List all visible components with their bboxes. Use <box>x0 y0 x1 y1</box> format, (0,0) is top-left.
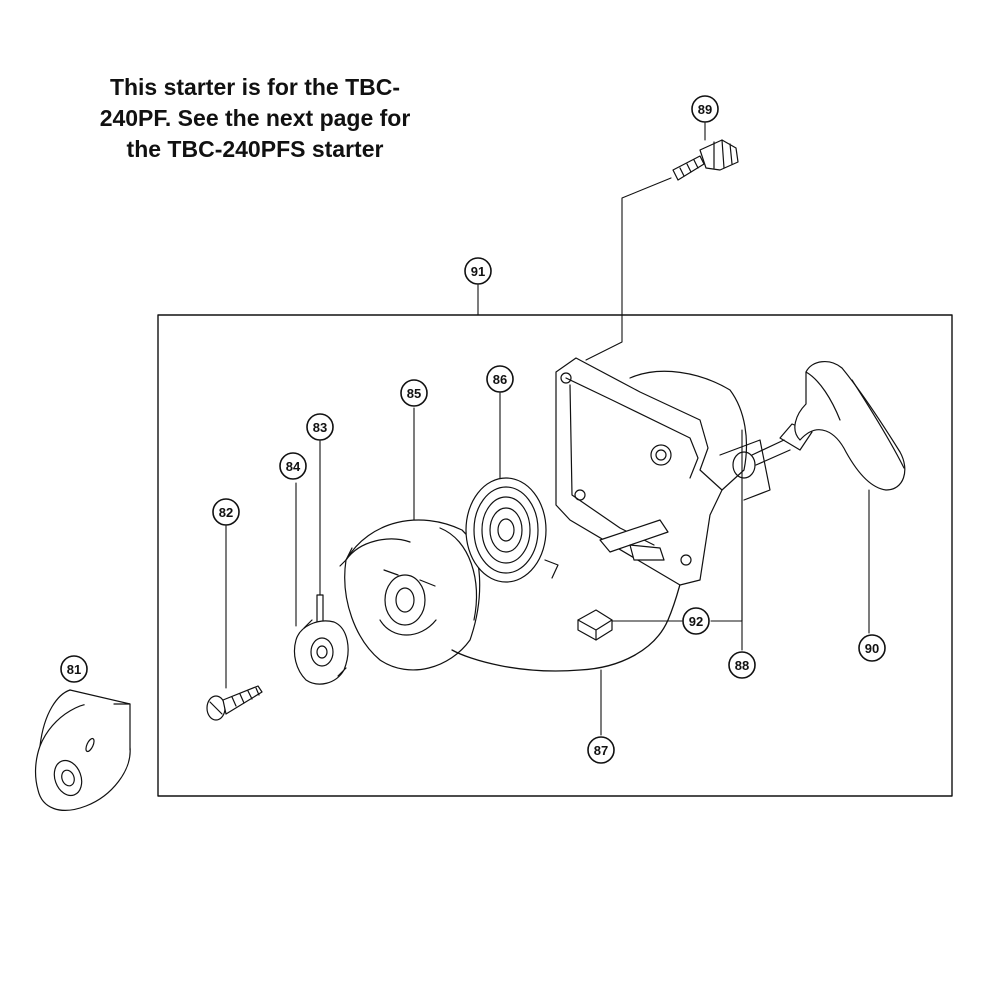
callout-84: 84 <box>279 452 307 480</box>
part-81-pulley <box>34 689 131 811</box>
part-82-screw <box>206 685 263 721</box>
note-line-2: 240PF. See the next page for <box>99 105 411 131</box>
note-line-1: This starter is for the TBC- <box>109 74 401 100</box>
svg-text:81: 81 <box>67 662 81 677</box>
note-line-3: the TBC-240PFS starter <box>126 136 384 162</box>
leader-lines <box>225 122 870 736</box>
part-85-reel <box>339 519 481 671</box>
callout-89: 89 <box>691 95 719 123</box>
callout-85: 85 <box>400 379 428 407</box>
callout-86: 86 <box>486 365 514 393</box>
svg-text:84: 84 <box>286 459 301 474</box>
callout-83: 83 <box>306 413 334 441</box>
callout-90: 90 <box>858 634 886 662</box>
svg-text:85: 85 <box>407 386 421 401</box>
callouts: 81 82 83 84 85 86 87 88 <box>60 95 886 764</box>
callout-92: 92 <box>682 607 710 635</box>
part-92-guide <box>577 609 613 641</box>
svg-text:89: 89 <box>698 102 712 117</box>
callout-91: 91 <box>464 257 492 285</box>
svg-text:88: 88 <box>735 658 749 673</box>
callout-81: 81 <box>60 655 88 683</box>
callout-82: 82 <box>212 498 240 526</box>
svg-text:83: 83 <box>313 420 327 435</box>
svg-text:92: 92 <box>689 614 703 629</box>
part-84-ratchet <box>293 619 349 685</box>
callout-88: 88 <box>728 651 756 679</box>
svg-text:87: 87 <box>594 743 608 758</box>
svg-text:82: 82 <box>219 505 233 520</box>
callout-87: 87 <box>587 736 615 764</box>
part-89-screw <box>672 139 739 181</box>
starter-note: This starter is for the TBC- 240PF. See … <box>60 72 450 165</box>
svg-text:91: 91 <box>471 264 485 279</box>
part-86-spring <box>465 477 559 583</box>
assembly-frame <box>157 314 953 797</box>
part-91-case <box>555 357 771 586</box>
svg-text:86: 86 <box>493 372 507 387</box>
part-90-handle <box>751 361 906 491</box>
svg-text:90: 90 <box>865 641 879 656</box>
